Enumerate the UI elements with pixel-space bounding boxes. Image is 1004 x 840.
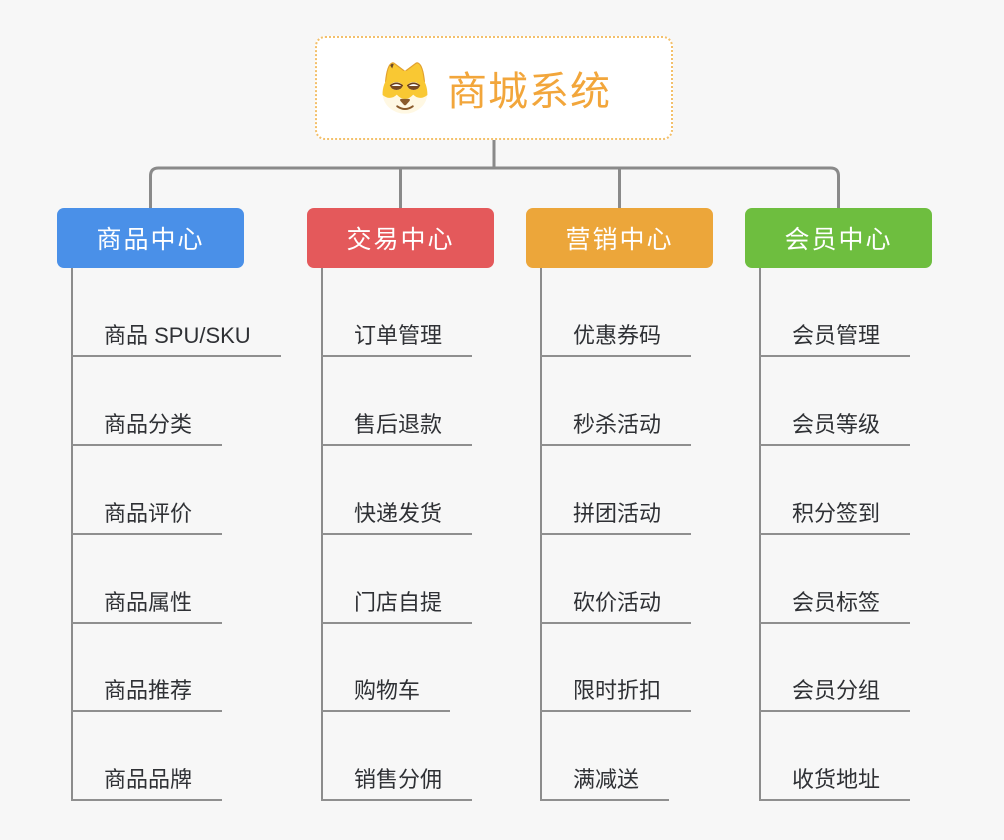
- leaf-label: 优惠券码: [573, 323, 662, 348]
- leaf-node[interactable]: 购物车: [321, 670, 451, 712]
- root-node[interactable]: 商城系统: [315, 36, 673, 140]
- leaf-node[interactable]: 收货地址: [759, 759, 911, 801]
- leaf-label: 满减送: [573, 767, 640, 792]
- leaf-node[interactable]: 售后退款: [321, 404, 473, 446]
- leaf-label: 限时折扣: [573, 678, 662, 703]
- leaf-label: 快递发货: [354, 501, 443, 526]
- leaf-label: 商品分类: [104, 412, 193, 437]
- leaf-node[interactable]: 拼团活动: [540, 493, 692, 535]
- leaf-node[interactable]: 商品属性: [71, 582, 223, 624]
- leaf-node[interactable]: 门店自提: [321, 582, 473, 624]
- branch: 商品中心 商品 SPU/SKU 商品分类 商品评价 商品属性 商品推荐 商品品牌: [57, 208, 281, 801]
- branch-header-marketing-center[interactable]: 营销中心: [526, 208, 713, 268]
- leaf-label: 会员标签: [792, 590, 881, 615]
- branch: 营销中心 优惠券码 秒杀活动 拼团活动 砍价活动 限时折扣 满减送: [526, 208, 713, 801]
- leaf-node[interactable]: 商品评价: [71, 493, 223, 535]
- leaf-node[interactable]: 会员分组: [759, 670, 911, 712]
- leaf-node[interactable]: 满减送: [540, 759, 670, 801]
- leaf-node[interactable]: 订单管理: [321, 315, 473, 357]
- branch-header-trade-center[interactable]: 交易中心: [307, 208, 494, 268]
- leaf-node[interactable]: 优惠券码: [540, 315, 692, 357]
- leaf-node[interactable]: 商品分类: [71, 404, 223, 446]
- leaf-node[interactable]: 秒杀活动: [540, 404, 692, 446]
- leaf-label: 积分签到: [792, 501, 881, 526]
- leaf-label: 商品品牌: [104, 767, 193, 792]
- branch-header-product-center[interactable]: 商品中心: [57, 208, 244, 268]
- branch-label: 会员中心: [784, 226, 893, 254]
- branch-label: 商品中心: [96, 226, 205, 254]
- leaf-node[interactable]: 会员管理: [759, 315, 911, 357]
- leaf-label: 砍价活动: [573, 590, 662, 615]
- leaf-label: 会员管理: [792, 323, 881, 348]
- leaf-label: 商品属性: [104, 590, 193, 615]
- leaf-label: 商品推荐: [104, 678, 193, 703]
- leaf-node[interactable]: 销售分佣: [321, 759, 473, 801]
- dog-face-icon: [377, 60, 433, 116]
- leaf-node[interactable]: 积分签到: [759, 493, 911, 535]
- leaf-label: 会员等级: [792, 412, 881, 437]
- leaf-node[interactable]: 商品推荐: [71, 670, 223, 712]
- branch: 会员中心 会员管理 会员等级 积分签到 会员标签 会员分组 收货地址: [745, 208, 932, 801]
- leaf-node[interactable]: 商品 SPU/SKU: [71, 315, 281, 357]
- leaf-node[interactable]: 砍价活动: [540, 582, 692, 624]
- branch: 交易中心 订单管理 售后退款 快递发货 门店自提 购物车 销售分佣: [307, 208, 494, 801]
- leaf-label: 销售分佣: [354, 767, 443, 792]
- branch-label: 交易中心: [346, 226, 455, 254]
- leaf-node[interactable]: 会员标签: [759, 582, 911, 624]
- leaf-label: 购物车: [354, 678, 421, 703]
- leaf-node[interactable]: 商品品牌: [71, 759, 223, 801]
- leaf-label: 拼团活动: [573, 501, 662, 526]
- leaf-label: 商品评价: [104, 501, 193, 526]
- leaf-node[interactable]: 会员等级: [759, 404, 911, 446]
- leaf-label: 售后退款: [354, 412, 443, 437]
- root-title: 商城系统: [447, 70, 611, 114]
- leaf-label: 秒杀活动: [573, 412, 662, 437]
- leaf-label: 商品 SPU/SKU: [104, 323, 251, 348]
- leaf-label: 订单管理: [354, 323, 443, 348]
- leaf-label: 门店自提: [354, 590, 443, 615]
- leaf-node[interactable]: 快递发货: [321, 493, 473, 535]
- leaf-label: 收货地址: [792, 767, 881, 792]
- branch-label: 营销中心: [565, 226, 674, 254]
- leaf-label: 会员分组: [792, 678, 881, 703]
- branch-header-member-center[interactable]: 会员中心: [745, 208, 932, 268]
- leaf-node[interactable]: 限时折扣: [540, 670, 692, 712]
